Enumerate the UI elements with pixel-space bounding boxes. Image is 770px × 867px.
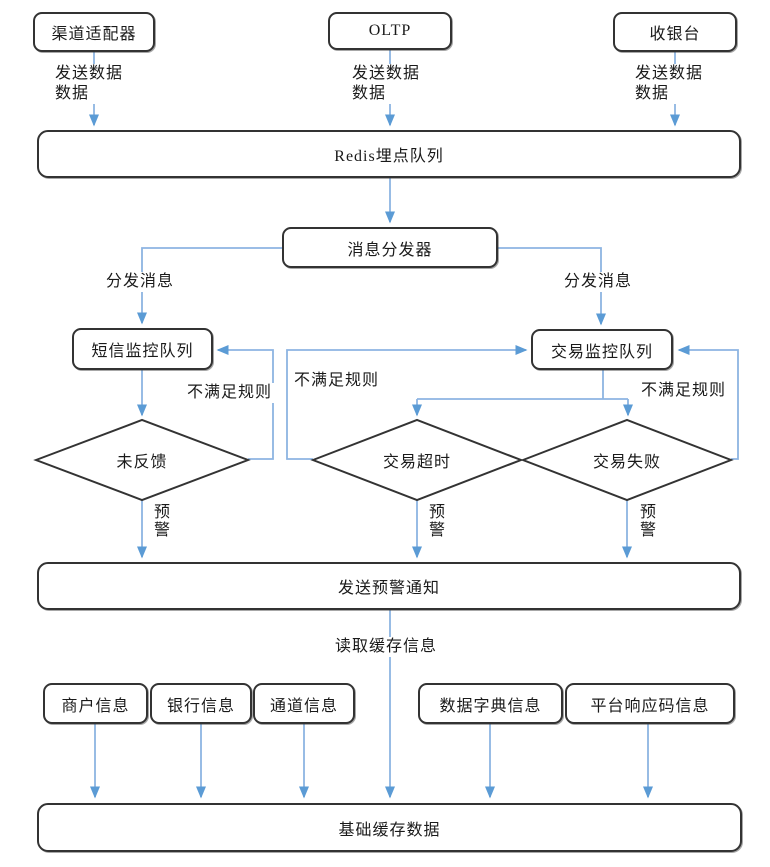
node-sms-queue-label: 短信监控队列 [91,343,194,360]
node-redis-queue: Redis埋点队列 [37,130,741,178]
node-base-cache: 基础缓存数据 [37,803,742,852]
node-bank-info: 银行信息 [150,683,252,724]
edge-label-alert-right: 预警 [633,503,657,539]
edge-label-send-data-cashier: 发送数据 数据 [633,64,706,104]
node-cashier-label: 收银台 [649,26,701,43]
decision-txn-fail-shape [520,418,734,502]
node-merchant-info: 商户信息 [43,683,148,724]
node-oltp: OLTP [328,12,452,50]
node-dict-info-label: 数据字典信息 [439,697,542,715]
edge-txn-queue-stem [417,370,628,400]
edge-label-rule-not-met-middle: 不满足规则 [292,371,382,391]
decision-txn-timeout: 交易超时 [367,448,467,472]
node-dispatcher-label: 消息分发器 [347,241,433,259]
edge-label-send-data-oltp: 发送数据 数据 [350,64,423,104]
decision-no-feedback: 未反馈 [92,448,192,472]
edge-timeout-loop-to-txn-queue [286,345,528,460]
node-merchant-info-label: 商户信息 [61,697,130,715]
node-oltp-label: OLTP [368,22,412,39]
edge-label-alert-middle: 预警 [422,503,446,539]
node-channel-info-label: 通道信息 [269,697,338,715]
node-sms-queue: 短信监控队列 [72,328,213,370]
node-send-alert: 发送预警通知 [37,562,741,610]
node-redis-queue-label: Redis埋点队列 [334,148,444,165]
edge-dispatcher-to-txn-queue [498,247,606,326]
node-resp-code-info-label: 平台响应码信息 [590,697,710,715]
decision-txn-timeout-label: 交易超时 [382,454,451,471]
node-channel-adapter-label: 渠道适配器 [51,26,137,43]
edge-label-rule-not-met-right: 不满足规则 [639,381,729,401]
node-send-alert-label: 发送预警通知 [337,580,440,597]
node-resp-code-info: 平台响应码信息 [565,683,735,724]
node-cashier: 收银台 [613,12,737,52]
decision-txn-fail: 交易失败 [577,448,677,472]
edge-no-feedback-loop-to-sms-queue [216,345,274,460]
node-dispatcher: 消息分发器 [282,227,498,268]
edge-label-alert-left: 预警 [147,503,171,539]
node-base-cache-label: 基础缓存数据 [338,821,441,839]
edge-label-rule-not-met-left: 不满足规则 [185,383,275,403]
decision-no-feedback-label: 未反馈 [116,454,168,471]
node-channel-info: 通道信息 [253,683,355,724]
node-txn-queue-label: 交易监控队列 [550,343,653,361]
node-channel-adapter: 渠道适配器 [33,12,155,52]
edge-fail-loop-to-txn-queue [677,345,739,460]
node-dict-info: 数据字典信息 [418,683,563,724]
edge-label-read-cache: 读取缓存信息 [333,637,440,657]
node-txn-queue: 交易监控队列 [531,329,673,370]
decision-txn-fail-label: 交易失败 [592,454,661,471]
edge-label-send-data-adapter: 发送数据 数据 [53,64,126,104]
edge-label-dispatch-left: 分发消息 [104,272,177,292]
node-bank-info-label: 银行信息 [166,697,235,715]
edge-label-dispatch-right: 分发消息 [562,272,635,292]
decision-no-feedback-shape [33,418,251,502]
edge-dispatcher-to-sms-queue [137,247,282,325]
